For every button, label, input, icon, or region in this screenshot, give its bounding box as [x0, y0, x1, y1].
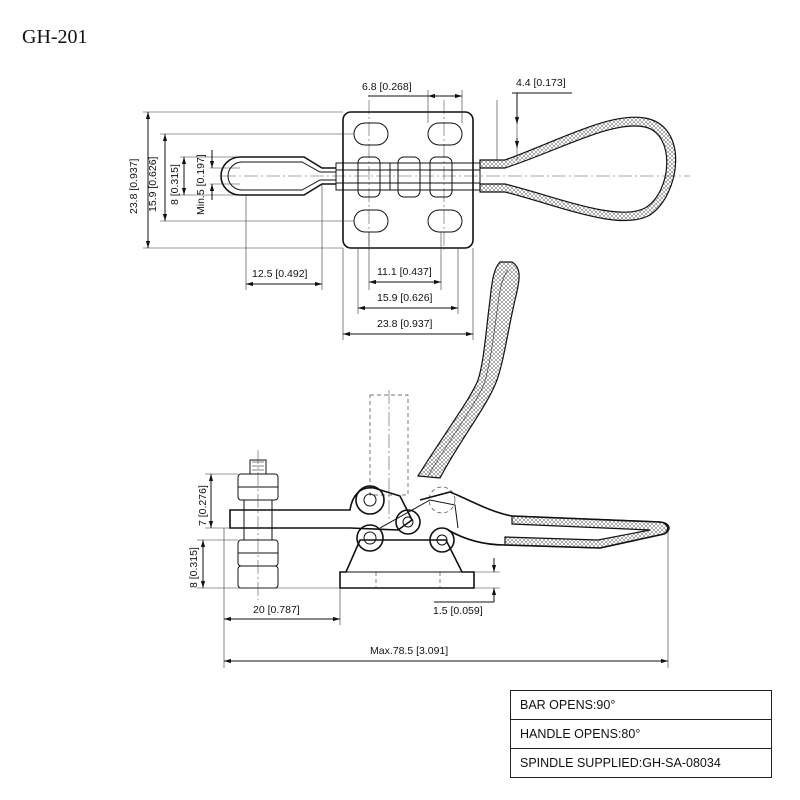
slot-hole: [427, 209, 463, 233]
handle-grip: [479, 116, 677, 222]
dim-6-8: 6.8 [0.268]: [362, 81, 412, 93]
dim-overall-max: Max.78.5 [3.091]: [370, 645, 448, 657]
drawing-title: GH-201: [22, 26, 88, 48]
slot-hole: [353, 122, 389, 146]
handle-open: [416, 261, 520, 479]
handle-closed: [419, 491, 670, 549]
dim-11-1: 11.1 [0.437]: [377, 266, 432, 278]
dim-12-5: 12.5 [0.492]: [252, 268, 308, 280]
spec-row: BAR OPENS:90°: [510, 690, 772, 720]
dim-min-5: Min.5 [0.197]: [195, 154, 207, 215]
dim-8-vertical: 8 [0.315]: [169, 164, 181, 205]
spec-table: BAR OPENS:90° HANDLE OPENS:80° SPINDLE S…: [510, 690, 772, 778]
dim-23-8-horizontal: 23.8 [0.937]: [377, 318, 433, 330]
dim-8-side: 8 [0.315]: [188, 547, 200, 588]
spec-row: SPINDLE SUPPLIED:GH-SA-08034: [510, 748, 772, 778]
slot-hole: [427, 122, 463, 146]
dim-7: 7 [0.276]: [197, 485, 209, 526]
spec-row: HANDLE OPENS:80°: [510, 719, 772, 749]
handle-grip-closed: [504, 515, 669, 549]
dim-4-4: 4.4 [0.173]: [516, 77, 566, 89]
dim-23-8-vertical: 23.8 [0.937]: [128, 158, 140, 214]
slot-hole: [353, 209, 389, 233]
spec-handle-opens: HANDLE OPENS:80°: [510, 719, 772, 749]
top-view: 6.8 [0.268] 4.4 [0.173] 23.8 [0.937] 15.…: [128, 77, 690, 340]
clamp-arm: [229, 486, 414, 531]
spec-bar-opens: BAR OPENS:90°: [510, 690, 772, 720]
spindle: [237, 450, 279, 600]
dim-1-5: 1.5 [0.059]: [433, 605, 483, 617]
dim-15-9-vertical: 15.9 [0.626]: [147, 156, 159, 212]
spec-spindle: SPINDLE SUPPLIED:GH-SA-08034: [510, 748, 772, 778]
dim-20: 20 [0.787]: [253, 604, 300, 616]
dim-15-9-horizontal: 15.9 [0.626]: [377, 292, 433, 304]
base-plate: [342, 111, 474, 249]
side-view: 7 [0.276] 8 [0.315] 20 [0.787] 1.5 [0.05…: [188, 261, 670, 668]
